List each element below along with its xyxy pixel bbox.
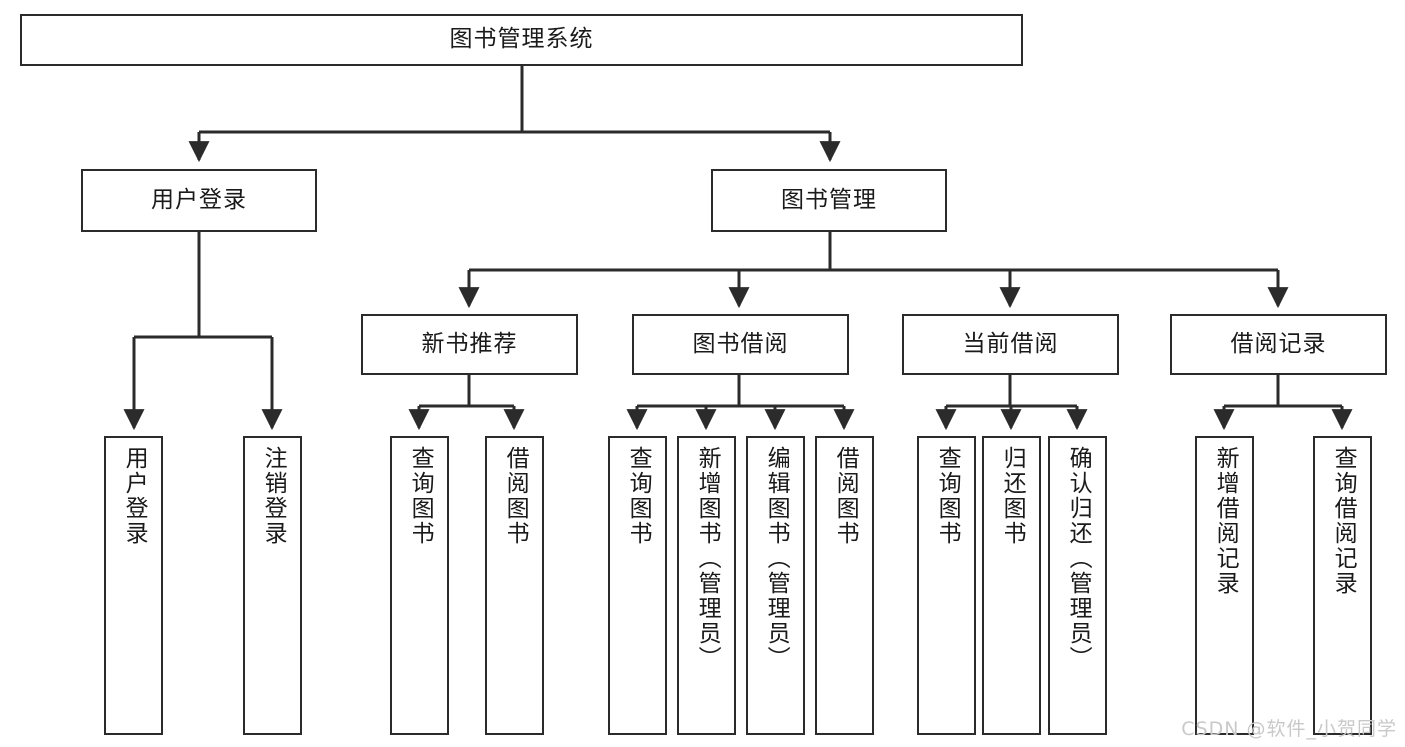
leaf-edit-book-admin[interactable]: 编辑图书（管理员）: [746, 436, 805, 735]
leaf-query-borrow-record[interactable]: 查询借阅记录: [1313, 436, 1372, 735]
node-root-label: 图书管理系统: [449, 26, 594, 53]
node-user-login[interactable]: 用户登录: [81, 169, 317, 232]
leaf-query-book-current[interactable]: 查询图书: [917, 436, 976, 735]
leaf-borrow-book-recommend[interactable]: 借阅图书: [485, 436, 544, 735]
leaf-borrow-book-recommend-label: 借阅图书: [502, 446, 529, 546]
leaf-query-book-borrow-label: 查询图书: [625, 446, 652, 546]
leaf-add-book-admin[interactable]: 新增图书（管理员）: [677, 436, 736, 735]
leaf-query-book-recommend-label: 查询图书: [407, 446, 434, 546]
node-new-book-recommend-label: 新书推荐: [421, 330, 518, 357]
leaf-borrow-book[interactable]: 借阅图书: [815, 436, 874, 735]
leaf-user-login-label: 用户登录: [121, 446, 148, 546]
watermark-text: CSDN @软件_小贺同学: [1181, 718, 1397, 740]
leaf-confirm-return-admin-label: 确认归还（管理员）: [1065, 446, 1092, 671]
leaf-logout-label: 注销登录: [260, 446, 287, 546]
leaf-return-book[interactable]: 归还图书: [982, 436, 1041, 735]
leaf-query-book-recommend[interactable]: 查询图书: [390, 436, 449, 735]
leaf-confirm-return-admin[interactable]: 确认归还（管理员）: [1048, 436, 1107, 735]
node-user-login-label: 用户登录: [151, 186, 247, 213]
node-book-management[interactable]: 图书管理: [711, 169, 947, 232]
leaf-add-borrow-record[interactable]: 新增借阅记录: [1195, 436, 1254, 735]
node-current-borrow-label: 当前借阅: [962, 330, 1059, 357]
node-borrow-record-label: 借阅记录: [1230, 330, 1327, 357]
node-current-borrow[interactable]: 当前借阅: [902, 314, 1119, 375]
node-book-borrow[interactable]: 图书借阅: [632, 314, 849, 375]
leaf-logout[interactable]: 注销登录: [243, 436, 302, 735]
leaf-query-borrow-record-label: 查询借阅记录: [1330, 446, 1357, 596]
node-root[interactable]: 图书管理系统: [20, 14, 1023, 66]
leaf-add-borrow-record-label: 新增借阅记录: [1212, 446, 1239, 596]
node-book-management-label: 图书管理: [781, 186, 877, 213]
leaf-query-book-current-label: 查询图书: [934, 446, 961, 546]
node-borrow-record[interactable]: 借阅记录: [1170, 314, 1387, 375]
node-book-borrow-label: 图书借阅: [692, 330, 789, 357]
leaf-add-book-admin-label: 新增图书（管理员）: [694, 446, 721, 671]
leaf-user-login[interactable]: 用户登录: [104, 436, 163, 735]
leaf-query-book-borrow[interactable]: 查询图书: [608, 436, 667, 735]
node-new-book-recommend[interactable]: 新书推荐: [361, 314, 578, 375]
leaf-borrow-book-label: 借阅图书: [832, 446, 859, 546]
leaf-return-book-label: 归还图书: [999, 446, 1026, 546]
leaf-edit-book-admin-label: 编辑图书（管理员）: [763, 446, 790, 671]
